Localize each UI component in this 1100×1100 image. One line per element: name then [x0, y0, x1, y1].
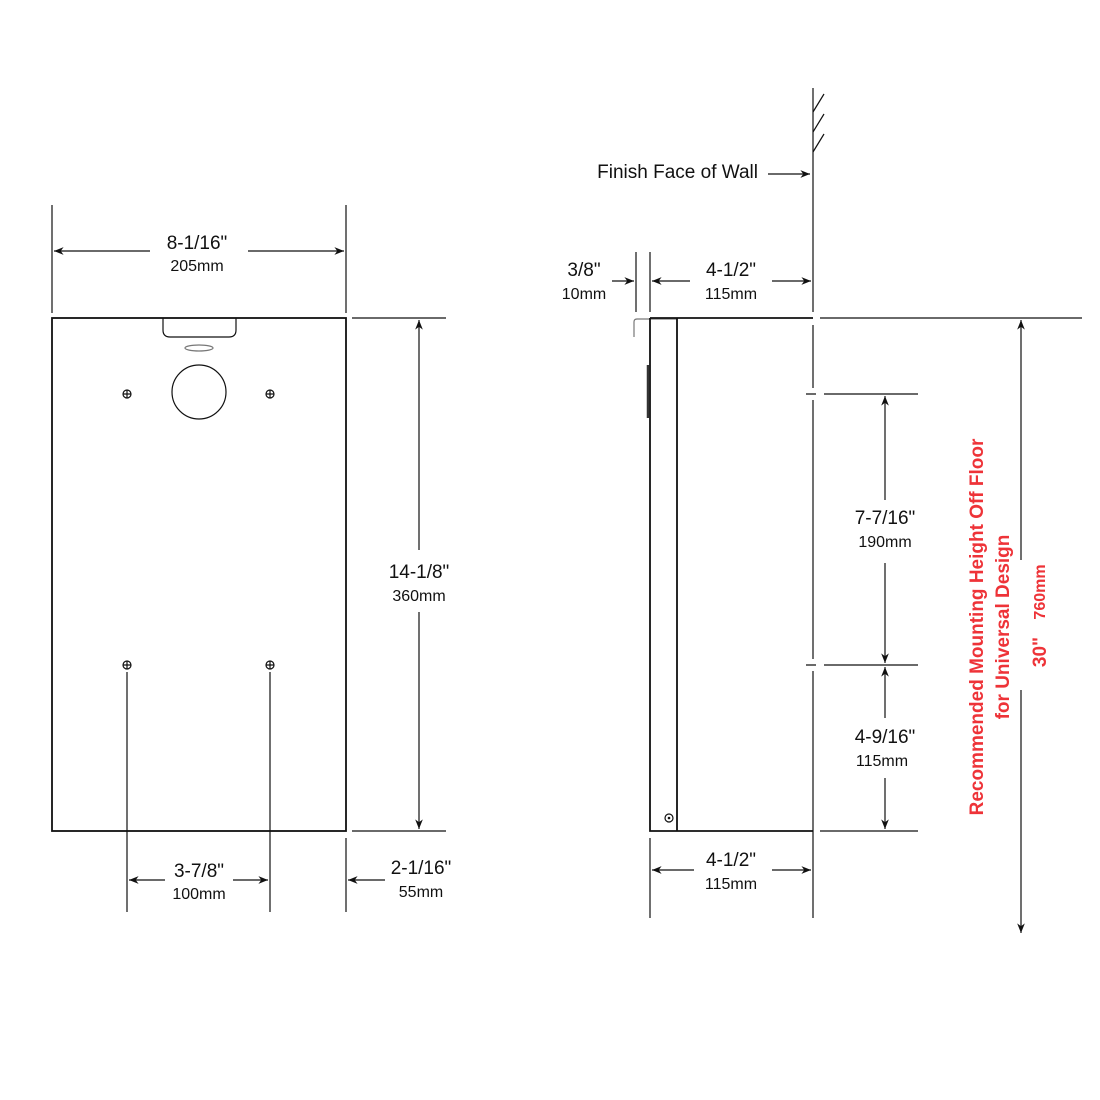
extension-lines — [635, 252, 651, 312]
extension-lines — [352, 317, 446, 832]
wall-label: Finish Face of Wall — [597, 162, 758, 183]
depth-top-mm: 115mm — [705, 286, 757, 303]
depth-bottom-mm: 115mm — [705, 876, 757, 893]
width-inches: 8-1/16" — [167, 233, 228, 254]
width-mm: 205mm — [170, 258, 223, 275]
height-mm: 360mm — [392, 588, 445, 605]
hole-spacing-inches: 3-7/8" — [174, 861, 224, 882]
screw-icon — [664, 813, 674, 823]
mounting-holes — [122, 389, 275, 670]
mounting-height-label: Recommended Mounting Height Off Floor — [967, 438, 988, 815]
lower-hole-inches: 4-9/16" — [855, 727, 916, 748]
dispenser-side-outline — [633, 317, 813, 832]
upper-hole-mm: 190mm — [858, 534, 911, 551]
extension-lines — [126, 672, 347, 912]
hole-spacing-mm: 100mm — [172, 886, 225, 903]
extension-lines — [806, 317, 1082, 832]
depth-top-inches: 4-1/2" — [706, 260, 756, 281]
screw-hole-icon — [122, 389, 132, 399]
screw-hole-icon — [122, 660, 132, 670]
lower-hole-mm: 115mm — [856, 753, 908, 770]
wall-hatch-icon — [812, 93, 825, 153]
upper-hole-inches: 7-7/16" — [855, 508, 916, 529]
dispenser-opening — [171, 364, 227, 420]
screw-hole-icon — [265, 389, 275, 399]
flange-inches: 3/8" — [567, 260, 600, 281]
screw-hole-icon — [265, 660, 275, 670]
top-tab — [162, 318, 237, 338]
edge-offset-mm: 55mm — [399, 884, 443, 901]
mounting-height-inches: 30" — [1030, 637, 1051, 667]
logo-badge — [184, 344, 214, 352]
edge-offset-inches: 2-1/16" — [391, 858, 452, 879]
flange-mm: 10mm — [562, 286, 606, 303]
mounting-height-mm: 760mm — [1032, 564, 1049, 619]
side-view: Finish Face of Wall 3/8" 10mm 4-1/2" 115… — [562, 88, 1082, 934]
extension-lines — [51, 205, 347, 313]
depth-bottom-inches: 4-1/2" — [706, 850, 756, 871]
height-inches: 14-1/8" — [389, 562, 450, 583]
front-view: 8-1/16" 205mm 14-1/8" 360mm 3-7/8" 100mm… — [51, 205, 452, 912]
dispenser-front-outline — [51, 317, 347, 832]
mounting-height-label-2: for Universal Design — [993, 535, 1014, 720]
